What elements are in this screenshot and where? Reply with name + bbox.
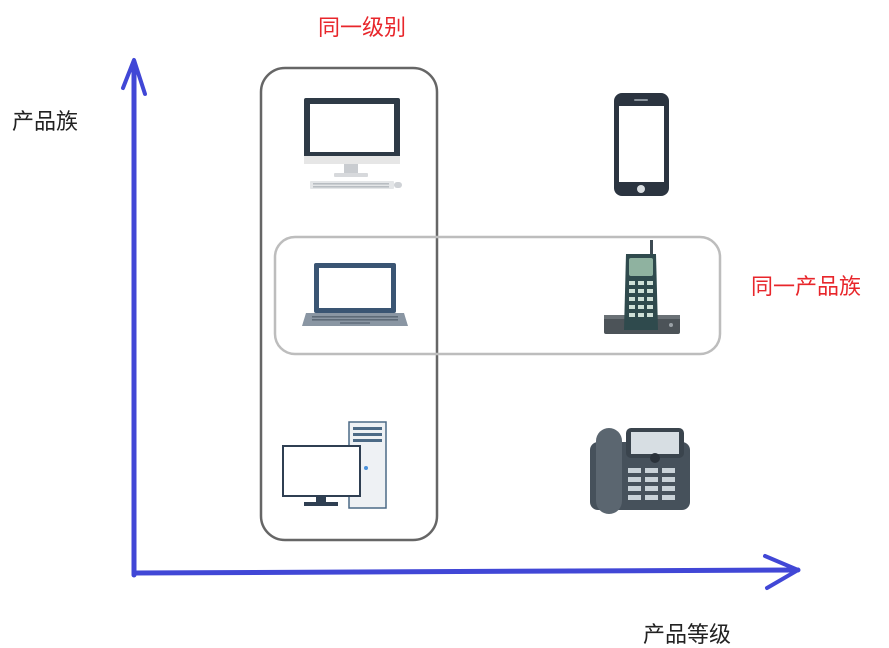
y-axis	[121, 58, 147, 578]
same-family-label: 同一产品族	[751, 275, 862, 300]
cordless-phone-icon	[604, 240, 680, 334]
x-axis-label: 产品等级	[643, 623, 732, 648]
same-level-group-frame	[259, 66, 439, 542]
same-family-group-frame	[273, 235, 722, 356]
y-axis-label: 产品族	[12, 110, 79, 135]
same-level-label: 同一级别	[318, 16, 407, 41]
desktop-tower-pc-icon	[282, 421, 387, 509]
smartphone-icon	[614, 93, 669, 196]
desktop-monitor-keyboard-icon	[304, 98, 402, 189]
laptop-icon	[302, 263, 408, 326]
x-axis	[131, 554, 801, 590]
office-desk-phone-icon	[590, 428, 690, 514]
